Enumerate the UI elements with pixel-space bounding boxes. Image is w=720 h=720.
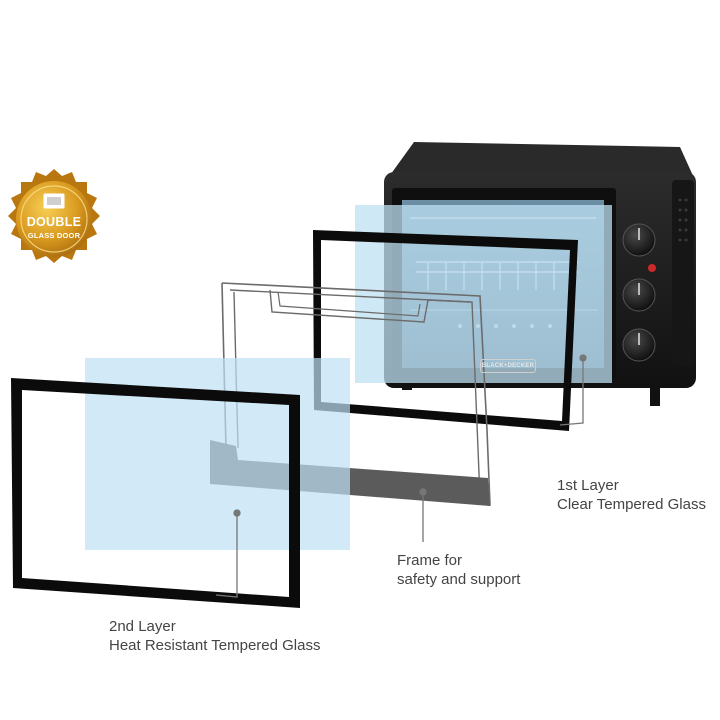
power-indicator-light	[648, 264, 656, 272]
brand-logo: BLACK+DECKER	[480, 359, 536, 373]
vent-slots	[678, 198, 688, 242]
oven-side-panel	[672, 180, 694, 366]
double-glass-door-badge: DOUBLE GLASS DOOR	[4, 165, 104, 277]
callout-frame-title: Frame for	[397, 552, 463, 569]
callout-second-layer-title: 2nd Layer	[109, 618, 176, 635]
callout-first-layer-desc: Clear Tempered Glass	[557, 496, 706, 513]
oven-foot-left	[402, 380, 412, 390]
control-panel	[622, 223, 656, 362]
seal-icon	[8, 169, 100, 263]
callout-first-layer: 1st Layer Clear Tempered Glass	[557, 476, 706, 514]
outer-black-frame	[11, 378, 300, 608]
callout-frame: Frame for safety and support	[397, 551, 520, 589]
badge-subtitle: GLASS DOOR	[27, 231, 81, 240]
callout-frame-desc: safety and support	[397, 571, 521, 588]
callout-second-layer: 2nd Layer Heat Resistant Tempered Glass	[109, 617, 321, 655]
oven-top	[388, 142, 694, 178]
callout-second-layer-desc: Heat Resistant Tempered Glass	[109, 637, 321, 654]
callout-first-layer-title: 1st Layer	[557, 477, 619, 494]
oven-foot-right	[650, 388, 660, 406]
leader-lines	[215, 354, 587, 598]
badge-title: DOUBLE	[26, 215, 82, 229]
